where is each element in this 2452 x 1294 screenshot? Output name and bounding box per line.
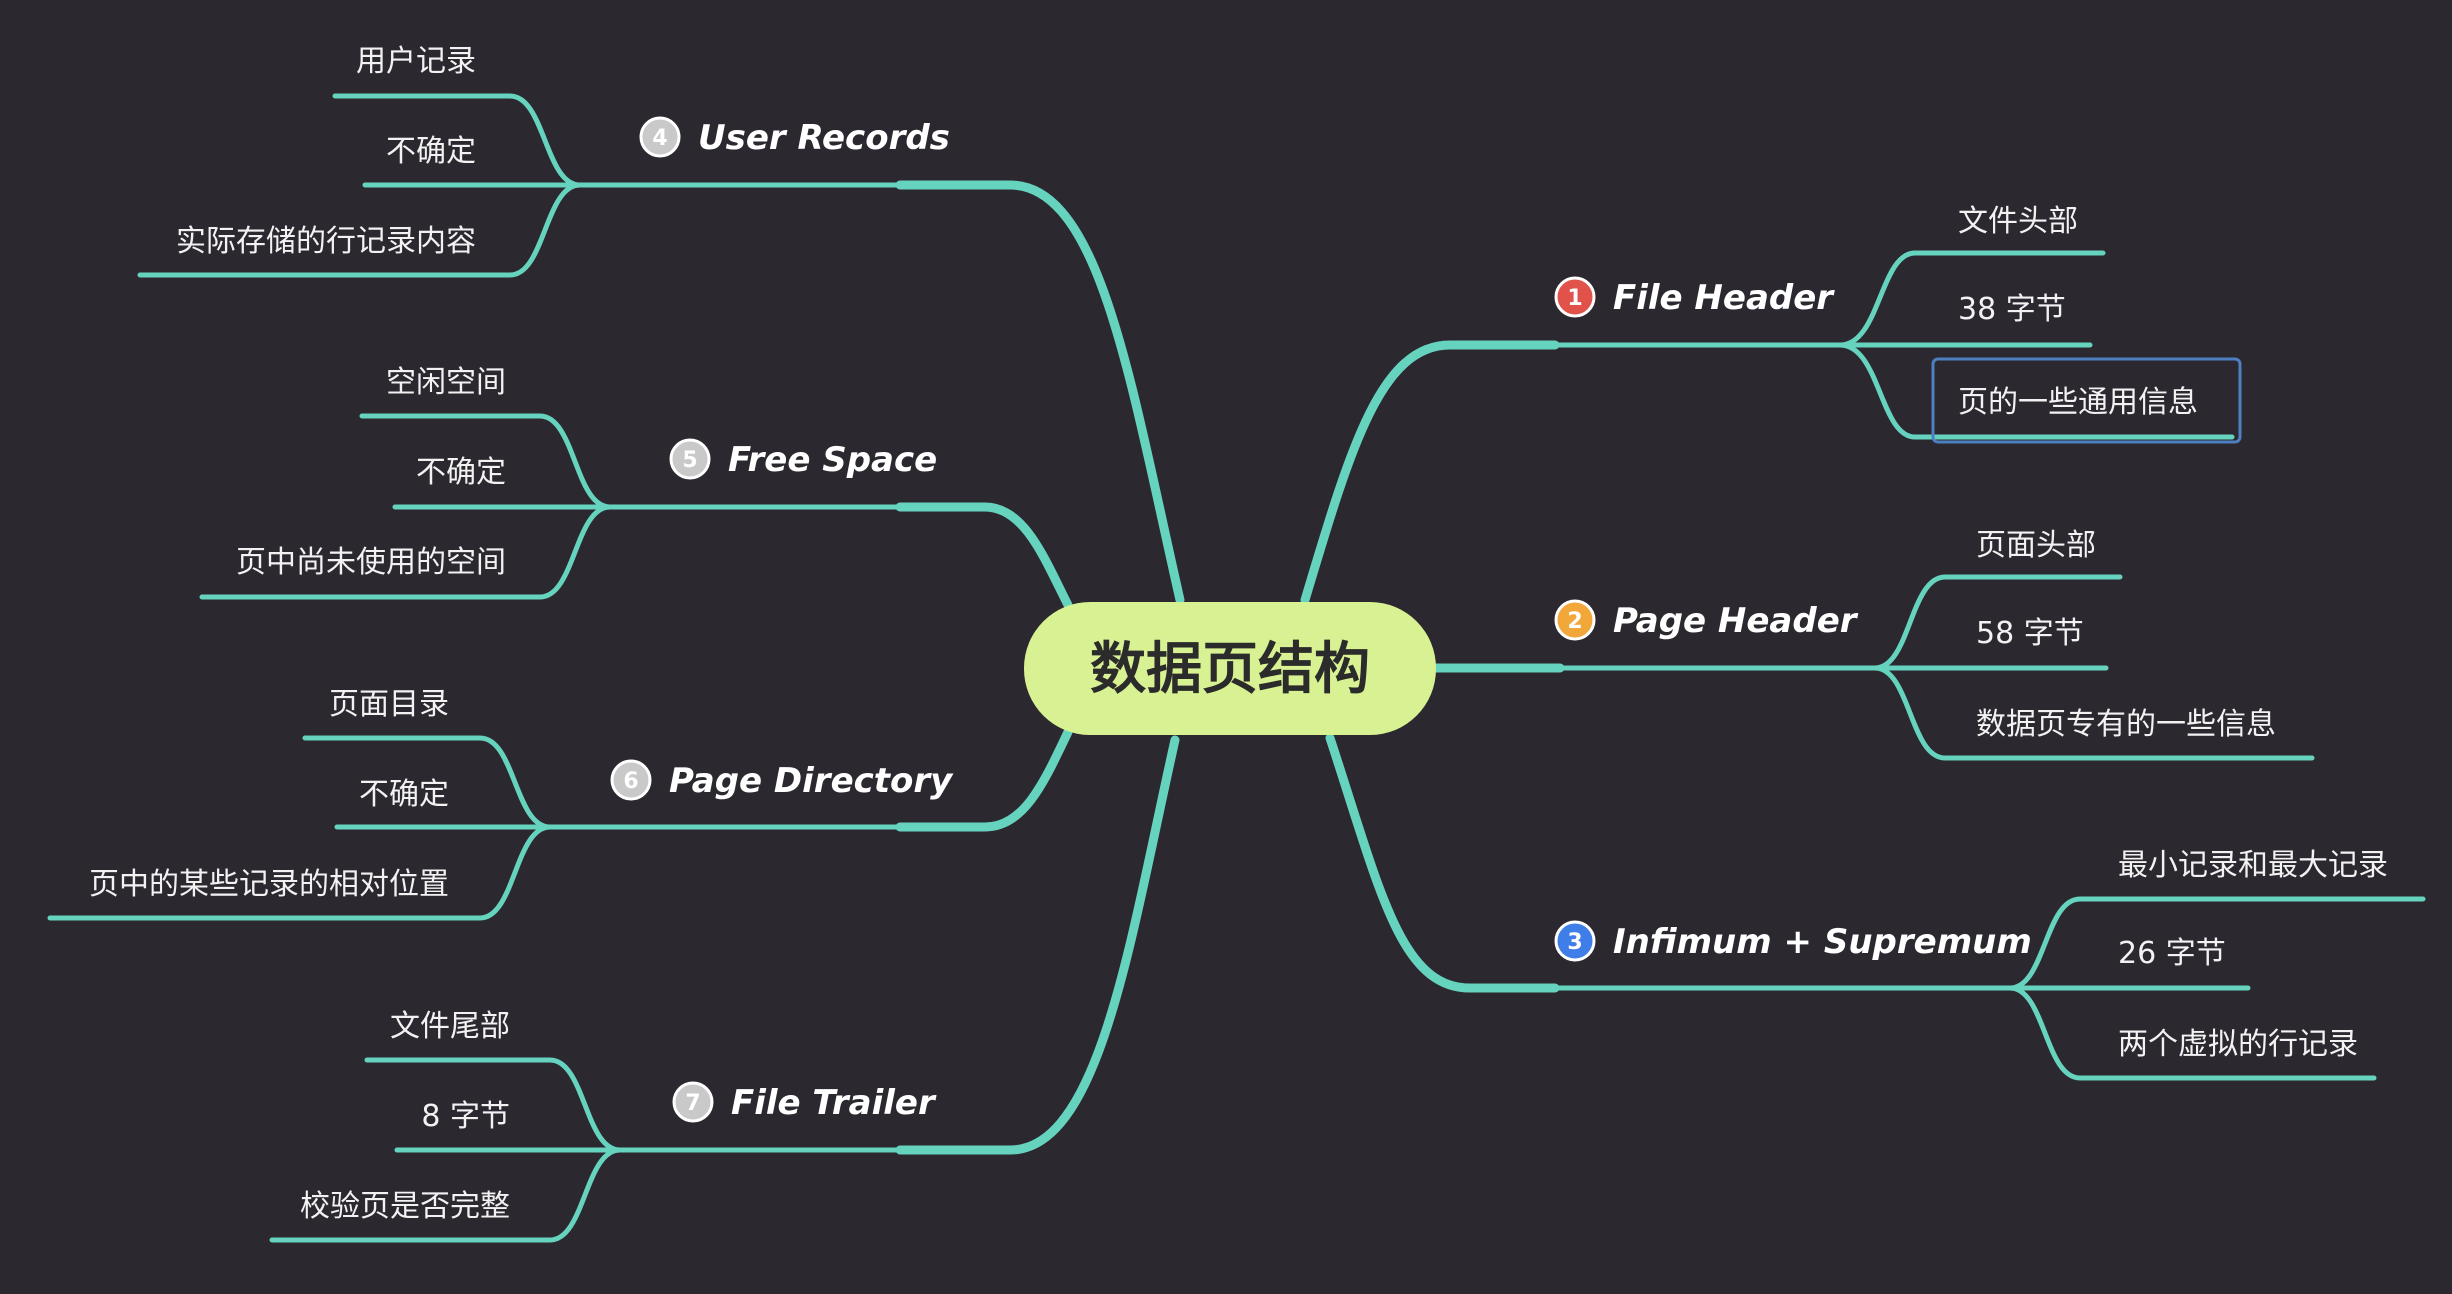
root-node-box xyxy=(1024,602,1436,735)
twig xyxy=(137,182,583,278)
leaf-node[interactable]: 页中的某些记录的相对位置 xyxy=(89,867,449,902)
topic-number: 1 xyxy=(1567,286,1582,311)
number-badge-icon xyxy=(1554,920,1596,962)
topic-file-trailer[interactable]: 7 File Trailer xyxy=(672,1081,937,1123)
topic-page-directory[interactable]: 6 Page Directory xyxy=(610,759,954,801)
leaf-node[interactable]: 两个虚拟的行记录 xyxy=(2118,1027,2358,1062)
twig xyxy=(47,824,553,921)
number-badge-icon xyxy=(610,759,652,801)
topic-user-records[interactable]: 4 User Records xyxy=(639,116,950,158)
leaf-node[interactable]: 用户记录 xyxy=(356,44,476,79)
number-badge-icon xyxy=(1554,599,1596,641)
topic-label: Free Space xyxy=(728,440,937,480)
leaf-node[interactable]: 页中尚未使用的空间 xyxy=(236,545,506,580)
leaf-node[interactable]: 校验页是否完整 xyxy=(300,1189,510,1224)
number-badge-icon xyxy=(639,116,681,158)
leaf-node[interactable]: 数据页专有的一些信息 xyxy=(1976,707,2276,742)
twig xyxy=(1837,342,2235,440)
topic-page-header[interactable]: 2 Page Header xyxy=(1554,599,1859,641)
trunk-connectors xyxy=(895,180,1565,1155)
leaf-node[interactable]: 空闲空间 xyxy=(386,365,506,400)
twig-connectors xyxy=(47,93,2426,1243)
leaf-node[interactable]: 8 字节 xyxy=(421,1099,510,1134)
twig xyxy=(332,93,583,188)
leaf-node[interactable]: 38 字节 xyxy=(1958,292,2066,327)
twig xyxy=(364,1057,623,1153)
topic-label: Page Header xyxy=(1613,601,1859,641)
connector-page-directory xyxy=(895,727,1073,832)
leaf-node[interactable]: 最小记录和最大记录 xyxy=(2118,848,2388,883)
twig xyxy=(1872,665,2315,761)
leaf-node[interactable]: 26 字节 xyxy=(2118,936,2226,971)
number-badge-icon xyxy=(669,438,711,480)
leaf-node[interactable]: 文件尾部 xyxy=(390,1009,510,1044)
root-node[interactable]: 数据页结构 xyxy=(1024,602,1436,735)
topic-number: 5 xyxy=(682,448,697,473)
leaf-node[interactable]: 实际存储的行记录内容 xyxy=(176,224,476,259)
topic-infimum-supremum[interactable]: 3 Infimum + Supremum xyxy=(1554,920,2032,962)
leaf-node[interactable]: 文件头部 xyxy=(1958,204,2078,239)
leaf-node[interactable]: 不确定 xyxy=(416,455,506,490)
topic-label: Page Directory xyxy=(669,761,954,801)
connector-free-space xyxy=(895,502,1073,610)
topic-file-header[interactable]: 1 File Header xyxy=(1554,276,1835,318)
leaf-node[interactable]: 不确定 xyxy=(359,777,449,812)
twig xyxy=(1872,574,2123,671)
topic-number: 2 xyxy=(1567,609,1582,634)
connector-file-header xyxy=(1300,340,1560,605)
leaf-node-selected[interactable]: 页的一些通用信息 xyxy=(1958,385,2198,420)
leaf-node[interactable]: 页面头部 xyxy=(1976,528,2096,563)
topic-number: 4 xyxy=(652,126,667,151)
leaf-node[interactable]: 不确定 xyxy=(386,134,476,169)
topic-label: File Header xyxy=(1613,278,1835,318)
topic-number: 3 xyxy=(1567,930,1582,955)
twig xyxy=(302,735,553,830)
twig xyxy=(269,1147,623,1243)
number-badge-icon xyxy=(1554,276,1596,318)
leaf-node[interactable]: 58 字节 xyxy=(1976,616,2084,651)
connector-infimum-supremum xyxy=(1325,733,1560,993)
topic-free-space[interactable]: 5 Free Space xyxy=(669,438,937,480)
twig xyxy=(199,504,613,600)
topic-number: 6 xyxy=(623,769,638,794)
twig xyxy=(2007,985,2377,1081)
connector-file-trailer xyxy=(895,735,1180,1155)
topic-label: Infimum + Supremum xyxy=(1613,922,2032,962)
connector-user-records xyxy=(895,180,1185,605)
twig xyxy=(359,413,613,510)
number-badge-icon xyxy=(672,1081,714,1123)
leaf-node[interactable]: 页面目录 xyxy=(329,687,449,722)
selection-highlight xyxy=(1931,357,2242,444)
twig xyxy=(1837,250,2106,348)
topic-label: User Records xyxy=(698,118,950,158)
twig xyxy=(2007,896,2426,991)
topic-label: File Trailer xyxy=(731,1083,937,1123)
topic-number: 7 xyxy=(685,1091,700,1116)
root-title: 数据页结构 xyxy=(1090,637,1370,702)
